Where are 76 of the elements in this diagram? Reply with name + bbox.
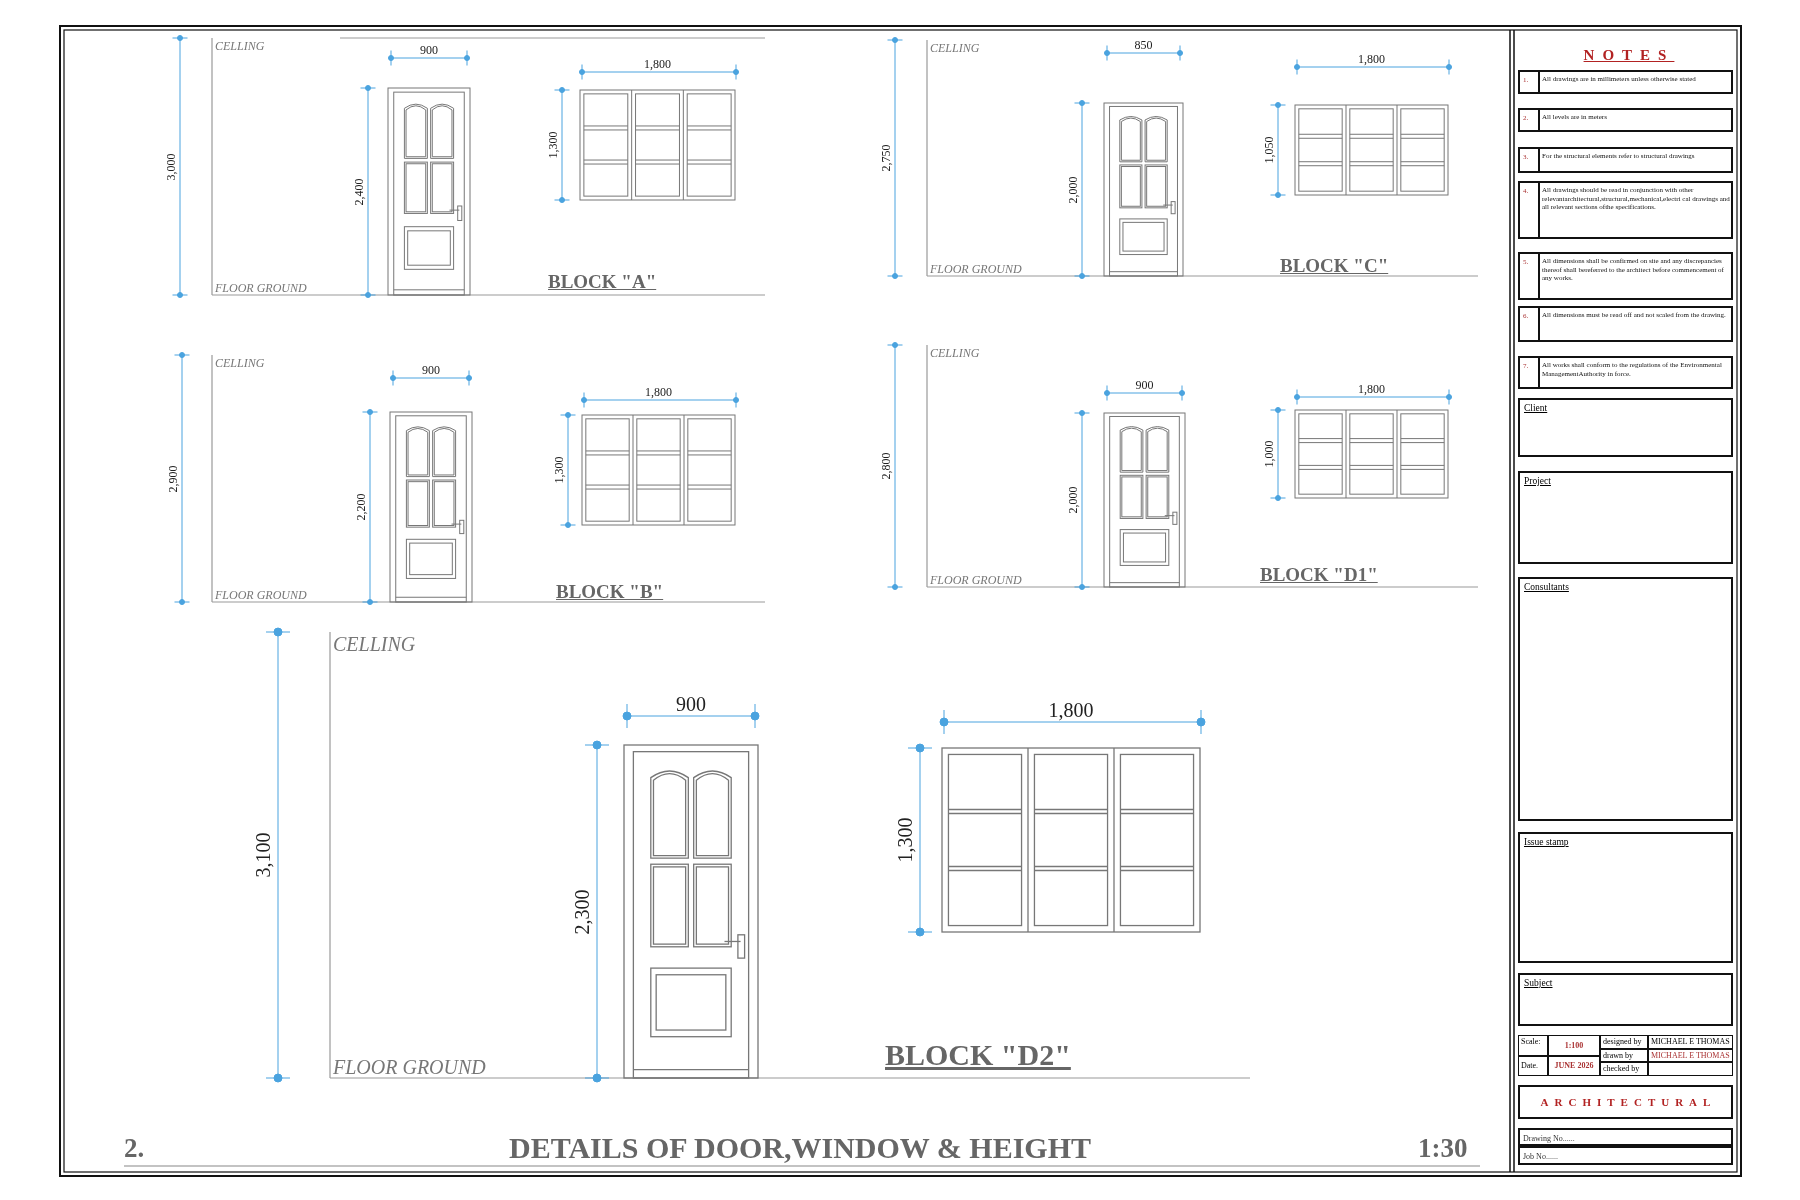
ceiling-label: CELLING — [215, 357, 265, 369]
table-cell: MICHAEL E THOMAS — [1648, 1035, 1733, 1049]
dimension-text: 1,300 — [553, 456, 565, 484]
table-cell: 1:100 — [1548, 1035, 1600, 1056]
floor-label: FLOOR GROUND — [215, 589, 307, 601]
drawing-title: DETAILS OF DOOR,WINDOW & HEIGHT — [509, 1133, 1091, 1163]
note-box — [1518, 147, 1733, 173]
title-block-panel — [1518, 471, 1733, 564]
block-title: BLOCK "B" — [556, 582, 664, 601]
dimension-text: 3,100 — [253, 832, 273, 878]
dimension-text: 1,800 — [645, 386, 672, 398]
panel-heading: Project — [1524, 476, 1551, 486]
dimension-text: 2,300 — [572, 889, 592, 934]
table-cell: drawn by — [1600, 1049, 1648, 1062]
dimension-text: 2,800 — [880, 452, 892, 480]
row-text: Drawing No...... — [1523, 1134, 1575, 1143]
note-box — [1518, 306, 1733, 342]
dimension-text: 2,750 — [880, 144, 892, 172]
panel-heading: Consultants — [1524, 582, 1569, 592]
dimension-text: 1,050 — [1263, 136, 1275, 164]
dimension-text: 1,800 — [1358, 383, 1385, 395]
table-cell: JUNE 2026 — [1548, 1056, 1600, 1076]
panel-heading: Client — [1524, 403, 1548, 413]
dimension-text: 2,000 — [1067, 486, 1079, 514]
block-title: BLOCK "D1" — [1260, 565, 1378, 584]
dimension-text: 900 — [1135, 379, 1154, 391]
title-block-panel — [1518, 398, 1733, 457]
dimension-text: 900 — [676, 694, 706, 714]
dimension-text: 1,300 — [547, 131, 559, 159]
title-block-row — [1518, 1146, 1733, 1165]
floor-label: FLOOR GROUND — [930, 263, 1022, 275]
ceiling-label: CELLING — [930, 42, 980, 54]
row-text: Job No...... — [1523, 1152, 1558, 1161]
notes-heading: NOTES — [1582, 48, 1675, 63]
table-cell: designed by — [1600, 1035, 1648, 1049]
floor-label: FLOOR GROUND — [930, 574, 1022, 586]
note-box — [1518, 70, 1733, 94]
floor-label: FLOOR GROUND — [333, 1057, 486, 1077]
block-title: BLOCK "A" — [548, 272, 657, 291]
dimension-text: 1,800 — [1048, 700, 1094, 720]
note-box — [1518, 356, 1733, 389]
dimension-text: 1,000 — [1263, 440, 1275, 468]
block-title: BLOCK "D2" — [885, 1040, 1071, 1070]
panel-heading: Issue stamp — [1524, 837, 1569, 847]
dimension-text: 2,400 — [353, 178, 365, 205]
note-box — [1518, 181, 1733, 239]
table-cell: checked by — [1600, 1062, 1648, 1076]
title-block-row — [1518, 1128, 1733, 1146]
table-cell: MICHAEL E THOMAS — [1648, 1049, 1733, 1062]
floor-label: FLOOR GROUND — [215, 282, 307, 294]
ceiling-label: CELLING — [215, 40, 265, 52]
table-cell: Scale: — [1518, 1035, 1548, 1056]
ceiling-label: CELLING — [930, 347, 980, 359]
dimension-text: 900 — [422, 364, 440, 376]
dimension-text: 2,200 — [355, 493, 367, 521]
ceiling-label: CELLING — [333, 634, 416, 654]
dimension-text: 1,800 — [644, 58, 671, 70]
panel-heading: Subject — [1524, 978, 1553, 988]
scale-text: 1:30 — [1418, 1135, 1468, 1162]
title-block-panel — [1518, 973, 1733, 1026]
table-cell: Date. — [1518, 1056, 1548, 1076]
note-box — [1518, 108, 1733, 132]
dimension-text: 2,900 — [167, 465, 179, 492]
note-box — [1518, 252, 1733, 300]
title-block-panel — [1518, 832, 1733, 963]
drawing-number: 2. — [124, 1135, 145, 1162]
dimension-text: 2,000 — [1067, 176, 1079, 203]
dimension-text: 1,300 — [895, 817, 915, 863]
block-title: BLOCK "C" — [1280, 256, 1389, 275]
dimension-text: 850 — [1134, 39, 1153, 51]
dimension-text: 1,800 — [1358, 53, 1385, 65]
discipline-banner — [1518, 1085, 1733, 1119]
discipline-text: ARCHITECTURAL — [1539, 1096, 1718, 1108]
dimension-text: 3,000 — [165, 153, 177, 180]
title-block-panel — [1518, 577, 1733, 821]
dimension-text: 900 — [420, 44, 438, 56]
